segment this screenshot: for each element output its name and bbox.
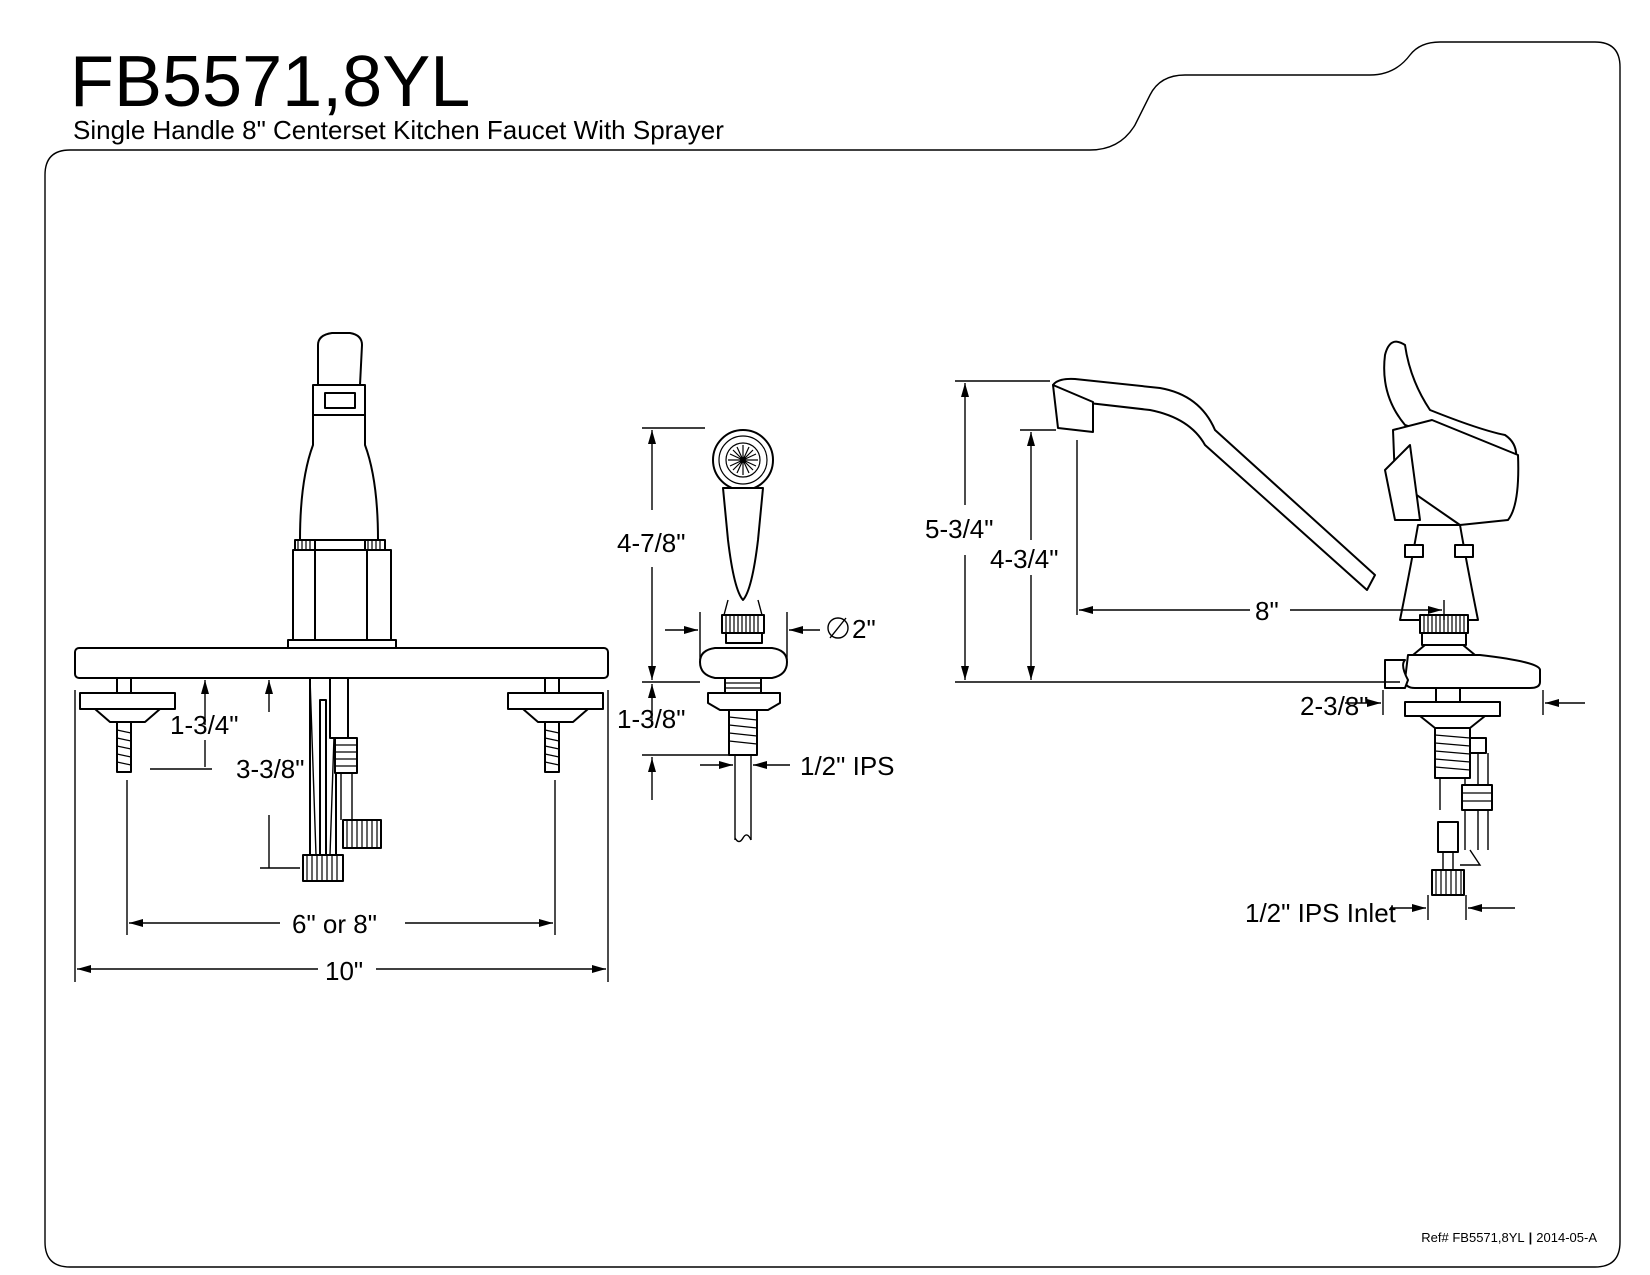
product-subtitle: Single Handle 8" Centerset Kitchen Fauce…: [73, 115, 724, 145]
faucet-side-view: [1052, 340, 1541, 896]
dim-plate-width: 10": [325, 956, 363, 986]
dim-overall-height: 5-3/4": [925, 514, 994, 544]
sprayer-dimensions: [642, 427, 849, 800]
dim-sprayer-shank: 1-3/8": [617, 704, 686, 734]
model-number: FB5571,8YL: [70, 42, 470, 122]
dim-spout-reach: 8": [1255, 596, 1279, 626]
dim-sprayer-inlet: 1/2" IPS: [800, 751, 895, 781]
ref-separator: |: [1529, 1230, 1533, 1245]
drawing-frame: [44, 41, 1621, 1268]
sprayer-view: [699, 429, 788, 843]
side-dimensions: [955, 380, 1585, 920]
dim-base-width: 2-3/8": [1300, 691, 1369, 721]
dim-sprayer-diameter: 2": [852, 614, 876, 644]
ref-revision: 2014-05-A: [1536, 1230, 1597, 1245]
dim-sprayer-height: 4-7/8": [617, 528, 686, 558]
dim-hole-spacing: 6" or 8": [292, 909, 377, 939]
dim-inlet: 1/2" IPS Inlet: [1245, 898, 1397, 928]
dim-stud-length: 1-3/4": [170, 710, 239, 740]
front-dimensions: [74, 680, 609, 982]
dim-spout-height: 4-3/4": [990, 544, 1059, 574]
dim-supply-drop: 3-3/8": [236, 754, 305, 784]
faucet-front-view: [74, 332, 609, 882]
reference-number: Ref# FB5571,8YL |2014-05-A: [1421, 1230, 1597, 1245]
ref-code: Ref# FB5571,8YL: [1421, 1230, 1524, 1245]
